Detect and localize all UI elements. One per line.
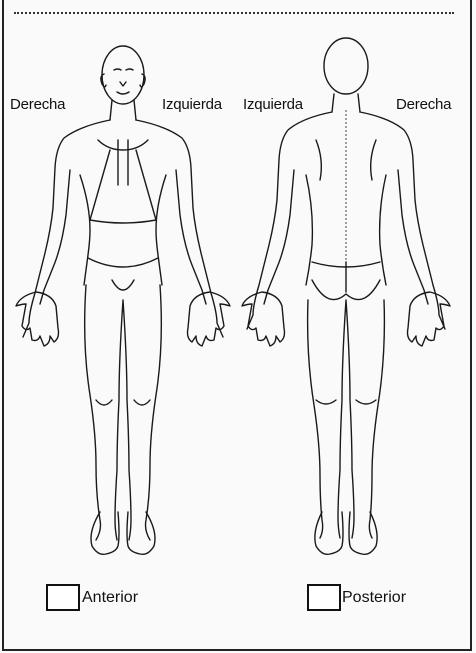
- posterior-checkbox[interactable]: [307, 584, 341, 611]
- back-shoulders-arms-outer: [247, 112, 445, 329]
- back-legs: [308, 300, 385, 538]
- back-head: [324, 38, 368, 94]
- back-feet: [315, 512, 377, 554]
- back-neck: [332, 94, 360, 112]
- back-right-hand: [408, 292, 451, 346]
- anterior-label: Anterior: [82, 589, 138, 607]
- back-left-hand: [242, 292, 285, 346]
- back-knee-creases: [316, 400, 376, 404]
- anterior-checkbox[interactable]: [46, 584, 80, 611]
- posterior-label: Posterior: [342, 589, 406, 607]
- back-buttocks: [312, 262, 380, 300]
